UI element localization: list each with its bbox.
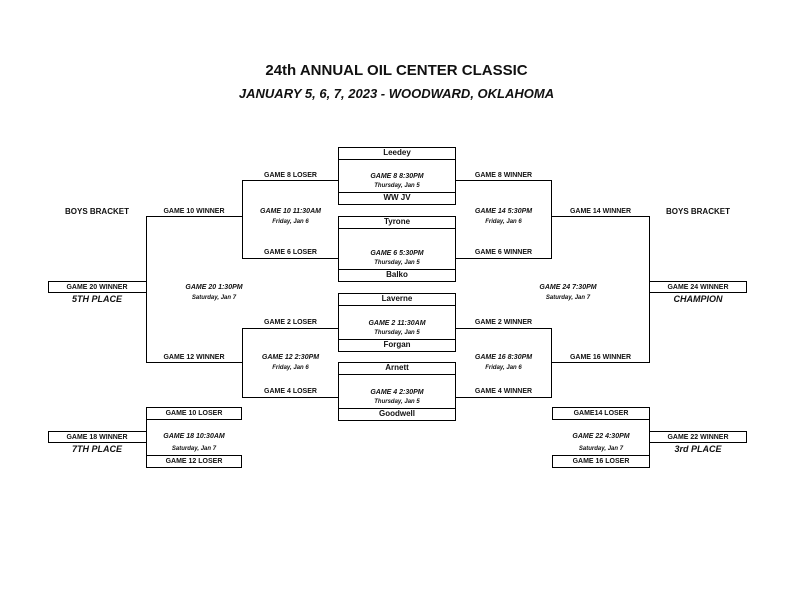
game-6-title: GAME 6 5:30PM [370,250,424,257]
game-10-title: GAME 10 11:30AM [260,208,321,215]
slot-game-22-winner: GAME 22 WINNER [667,434,729,441]
game-4-title: GAME 4 2:30PM [370,389,424,396]
slot-game-10-loser: GAME 10 LOSER [165,410,223,417]
slot-game-14-winner: GAME 14 WINNER [569,208,632,215]
game-24-title: GAME 24 7:30PM [539,284,597,291]
team-tyrone: Tyrone [383,217,411,226]
champion-label: CHAMPION [673,294,723,304]
game-8-date: Thursday, Jan 5 [374,183,420,189]
slot-game-8-loser: GAME 8 LOSER [264,172,317,179]
slot-game-16-winner: GAME 16 WINNER [569,354,632,361]
game-18-date: Saturday, Jan 7 [171,446,217,452]
team-forgan: Forgan [383,340,411,349]
game-20-date: Saturday, Jan 7 [191,295,237,301]
team-balko: Balko [386,270,408,279]
boys-bracket-label-right: BOYS BRACKET [665,207,730,216]
slot-game-12-winner: GAME 12 WINNER [163,354,225,361]
game-4-date: Thursday, Jan 5 [374,399,420,405]
game-6-date: Thursday, Jan 5 [374,260,420,266]
third-place-label: 3rd PLACE [674,444,722,454]
page-title: 24th ANNUAL OIL CENTER CLASSIC [265,62,528,79]
game-2-date: Thursday, Jan 5 [374,330,420,336]
fifth-place-label: 5TH PLACE [71,294,122,304]
game-10-date: Friday, Jan 6 [272,219,309,225]
slot-game-2-winner: GAME 2 WINNER [474,319,533,326]
slot-game-14-loser: GAME14 LOSER [573,410,629,417]
page-subtitle: JANUARY 5, 6, 7, 2023 - WOODWARD, OKLAHO… [238,86,555,101]
game-8-title: GAME 8 8:30PM [370,173,424,180]
slot-game-4-winner: GAME 4 WINNER [474,388,533,395]
game-16-date: Friday, Jan 6 [485,365,522,371]
slot-game-2-loser: GAME 2 LOSER [264,319,317,326]
game-14-title: GAME 14 5:30PM [474,208,533,215]
game-22-date: Saturday, Jan 7 [578,446,624,452]
game-12-date: Friday, Jan 6 [272,365,309,371]
game-22-title: GAME 22 4:30PM [572,433,630,440]
slot-game-6-loser: GAME 6 LOSER [264,249,317,256]
game-24-date: Saturday, Jan 7 [545,295,591,301]
slot-game-20-winner: GAME 20 WINNER [66,284,128,291]
game-2-title: GAME 2 11:30AM [368,320,426,327]
team-arnett: Arnett [385,363,409,372]
slot-game-12-loser: GAME 12 LOSER [165,458,223,465]
team-ww-jv: WW JV [383,193,411,202]
game-14-date: Friday, Jan 6 [485,219,522,225]
team-goodwell: Goodwell [379,409,415,418]
slot-game-6-winner: GAME 6 WINNER [474,249,533,256]
seventh-place-label: 7TH PLACE [71,444,122,454]
team-leedey: Leedey [383,148,411,157]
slot-game-4-loser: GAME 4 LOSER [264,388,317,395]
slot-game-24-winner: GAME 24 WINNER [667,284,729,291]
team-laverne: Laverne [381,294,413,303]
slot-game-18-winner: GAME 18 WINNER [66,434,128,441]
slot-game-10-winner: GAME 10 WINNER [163,208,225,215]
slot-game-8-winner: GAME 8 WINNER [474,172,533,179]
game-12-title: GAME 12 2:30PM [261,354,320,361]
game-16-title: GAME 16 8:30PM [474,354,533,361]
slot-game-16-loser: GAME 16 LOSER [572,458,630,465]
game-20-title: GAME 20 1:30PM [185,284,243,291]
boys-bracket-label-left: BOYS BRACKET [64,207,129,216]
game-18-title: GAME 18 10:30AM [163,433,225,440]
